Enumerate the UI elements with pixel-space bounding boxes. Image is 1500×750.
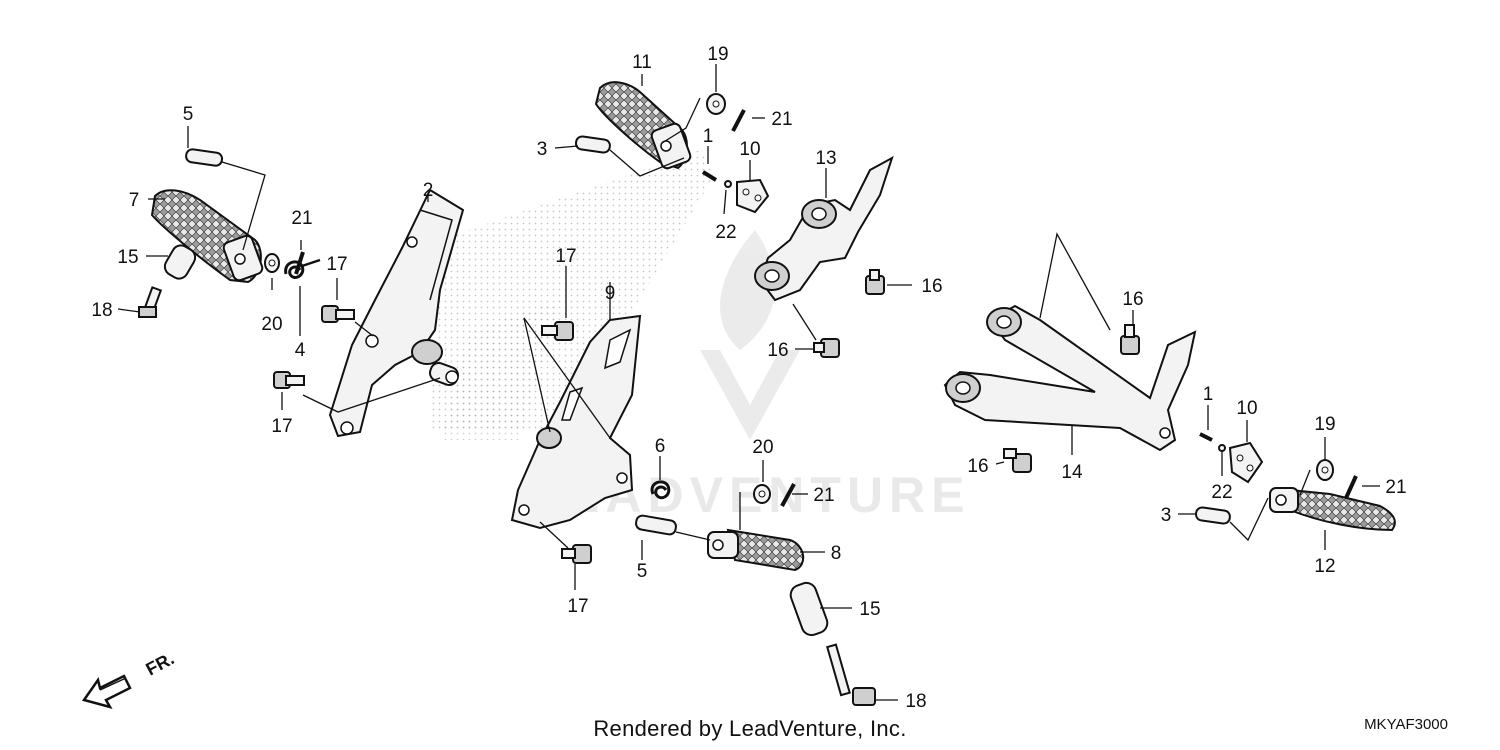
callout-1: 1 (1203, 384, 1214, 405)
sleeve-15-center (789, 581, 829, 637)
callout-9: 9 (605, 283, 616, 304)
callouts: 5 7 15 18 20 21 4 17 2 17 11 19 21 3 1 1… (91, 44, 1406, 712)
callout-21: 21 (813, 485, 834, 506)
callout-18: 18 (905, 691, 926, 712)
callout-10: 10 (1236, 398, 1257, 419)
pin-3-top (574, 135, 611, 154)
callout-21: 21 (291, 208, 312, 229)
cotter-pin-21-center (780, 483, 796, 507)
front-direction-label: FR. (142, 648, 177, 679)
callout-18: 18 (91, 300, 112, 321)
bolt-16-b (813, 338, 840, 358)
callout-16: 16 (967, 456, 988, 477)
bolt-17-left-b (273, 371, 305, 389)
callout-17: 17 (326, 254, 347, 275)
callout-4: 4 (295, 340, 306, 361)
cotter-pin-21-right (1344, 475, 1358, 499)
footpeg-11 (594, 81, 692, 170)
callout-1: 1 (703, 126, 714, 147)
plate-10-top (736, 178, 770, 214)
ball-22-top (724, 180, 732, 188)
bolt-17-center-b (561, 544, 592, 564)
ball-22-right (1218, 444, 1226, 452)
bolt-18-left (138, 286, 163, 318)
sleeve-15-left (163, 244, 197, 280)
callout-17: 17 (567, 596, 588, 617)
callout-5: 5 (637, 561, 648, 582)
callout-3: 3 (537, 139, 548, 160)
bolt-17-center-a (541, 321, 574, 341)
callout-19: 19 (1314, 414, 1335, 435)
callout-12: 12 (1314, 556, 1335, 577)
plate-10-right (1228, 441, 1264, 484)
callout-21: 21 (1385, 477, 1406, 498)
pin-5-left (185, 148, 224, 167)
callout-11: 11 (632, 52, 652, 73)
front-direction-arrow-icon: FR. (81, 648, 177, 709)
footpeg-8 (707, 528, 805, 572)
callout-13: 13 (815, 148, 836, 169)
callout-16: 16 (921, 276, 942, 297)
bracket-2 (328, 188, 465, 438)
callout-15: 15 (117, 247, 138, 268)
footpeg-12 (1269, 22, 1500, 532)
callout-8: 8 (831, 543, 842, 564)
bolt-18-center (826, 643, 876, 706)
leader-lines (117, 64, 1380, 701)
callout-16: 16 (1122, 289, 1143, 310)
spring-1-top (701, 170, 718, 182)
callout-10: 10 (739, 139, 760, 160)
cotter-pin-21-top (731, 109, 746, 132)
top-center-assembly (574, 81, 770, 214)
spring-4 (284, 258, 321, 279)
callout-20: 20 (261, 314, 282, 335)
bolt-16-a (865, 269, 885, 295)
callout-20: 20 (752, 437, 773, 458)
callout-21: 21 (771, 109, 792, 130)
left-assembly (138, 148, 465, 438)
callout-22: 22 (715, 222, 736, 243)
callout-7: 7 (129, 190, 140, 211)
callout-16: 16 (767, 340, 788, 361)
callout-3: 3 (1161, 505, 1172, 526)
callout-17: 17 (555, 246, 576, 267)
callout-19: 19 (707, 44, 728, 65)
bolt-16-c (1120, 324, 1140, 355)
bolt-17-left-a (321, 305, 355, 323)
callout-2: 2 (423, 180, 434, 201)
callout-17: 17 (271, 416, 292, 437)
callout-14: 14 (1061, 462, 1083, 483)
spring-6 (650, 480, 671, 500)
bracket-9 (510, 314, 642, 530)
render-credit: Rendered by LeadVenture, Inc. (593, 716, 907, 741)
step-holder-14 (943, 304, 1197, 452)
footpeg-7 (150, 189, 264, 284)
callout-6: 6 (655, 436, 666, 457)
step-holder-13 (754, 155, 894, 302)
callout-5: 5 (183, 104, 194, 125)
pin-3-right (1194, 506, 1231, 525)
callout-15: 15 (859, 599, 880, 620)
diagram-code: MKYAF3000 (1364, 716, 1448, 733)
spring-1-right (1199, 432, 1213, 442)
callout-22: 22 (1211, 482, 1232, 503)
pin-5-center (635, 514, 677, 536)
bolt-16-d (1003, 448, 1032, 473)
dotted-projection (430, 150, 715, 440)
